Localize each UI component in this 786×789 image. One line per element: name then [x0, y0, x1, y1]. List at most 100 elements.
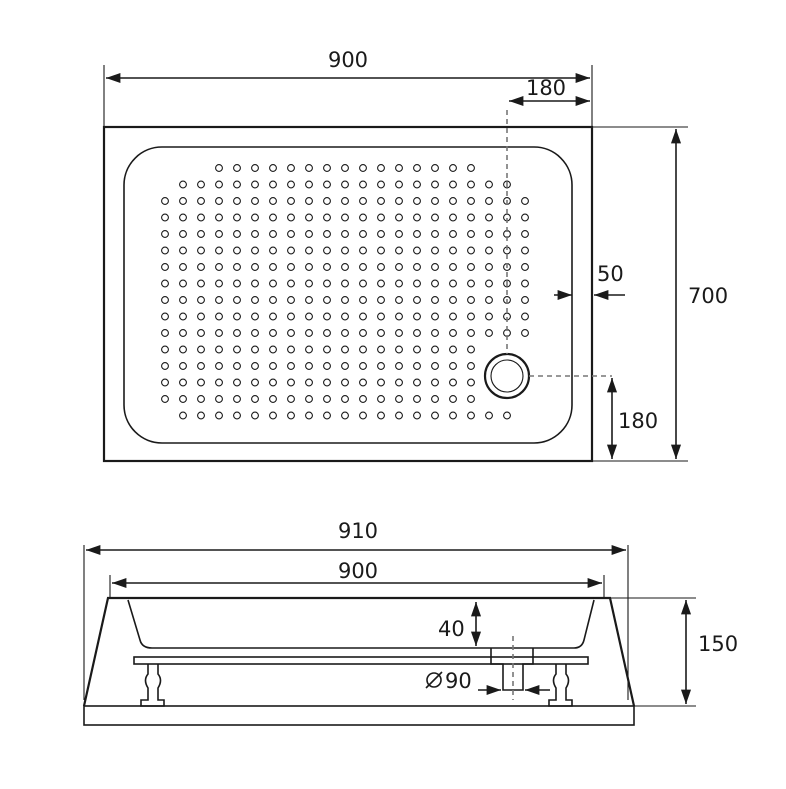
- anti-slip-dot: [305, 230, 313, 238]
- anti-slip-dot: [269, 395, 277, 403]
- anti-slip-dot: [287, 213, 295, 222]
- anti-slip-dot: [251, 362, 259, 370]
- anti-slip-dot: [341, 230, 349, 238]
- anti-slip-dot: [323, 213, 331, 222]
- anti-slip-dot: [377, 263, 385, 271]
- anti-slip-dot: [341, 279, 349, 288]
- anti-slip-dot: [413, 230, 421, 238]
- anti-slip-dot: [233, 246, 241, 255]
- anti-slip-dot: [179, 411, 187, 420]
- anti-slip-dot: [377, 362, 385, 370]
- anti-slip-dot: [395, 246, 403, 255]
- anti-slip-dot: [395, 395, 403, 403]
- anti-slip-dot: [287, 296, 295, 304]
- anti-slip-dot: [161, 378, 169, 387]
- anti-slip-dot: [431, 395, 439, 403]
- anti-slip-dot: [269, 246, 277, 255]
- anti-slip-dot: [431, 164, 439, 172]
- anti-slip-dot: [269, 164, 277, 172]
- anti-slip-dot: [449, 345, 457, 354]
- anti-slip-dot: [161, 362, 169, 370]
- anti-slip-dot: [197, 180, 205, 189]
- anti-slip-dot: [395, 312, 403, 321]
- anti-slip-dot: [413, 345, 421, 354]
- anti-slip-dot: [179, 329, 187, 337]
- anti-slip-dot: [431, 197, 439, 205]
- anti-slip-dot: [413, 362, 421, 370]
- anti-slip-dot: [395, 164, 403, 172]
- anti-slip-dot: [323, 312, 331, 321]
- anti-slip-dot: [503, 411, 511, 420]
- anti-slip-dot: [197, 279, 205, 288]
- anti-slip-dot: [359, 230, 367, 238]
- anti-slip-dot: [179, 263, 187, 271]
- anti-slip-dot: [269, 362, 277, 370]
- anti-slip-dot: [485, 263, 493, 271]
- anti-slip-dot: [161, 230, 169, 238]
- anti-slip-dot: [287, 395, 295, 403]
- anti-slip-dot: [251, 296, 259, 304]
- anti-slip-dot: [197, 296, 205, 304]
- anti-slip-dot: [161, 296, 169, 304]
- inner-width-dimension-label: 900: [338, 559, 378, 583]
- anti-slip-dot: [305, 378, 313, 387]
- anti-slip-dot: [413, 378, 421, 387]
- anti-slip-dot: [323, 395, 331, 403]
- anti-slip-dot: [341, 246, 349, 255]
- rim-dimension-label: 50: [597, 262, 624, 286]
- anti-slip-dot: [395, 296, 403, 304]
- anti-slip-dot: [323, 246, 331, 255]
- anti-slip-dot: [467, 197, 475, 205]
- apron-panel: [82, 596, 636, 707]
- outer-width-dimension-label: 910: [338, 519, 378, 543]
- anti-slip-dot: [197, 246, 205, 255]
- depth-dimension-label: 40: [438, 617, 465, 641]
- anti-slip-dot: [305, 312, 313, 321]
- anti-slip-dot: [467, 411, 475, 420]
- anti-slip-dot: [233, 378, 241, 387]
- anti-slip-dot: [233, 395, 241, 403]
- anti-slip-dot: [341, 263, 349, 271]
- anti-slip-dot: [287, 378, 295, 387]
- anti-slip-dot: [233, 312, 241, 321]
- anti-slip-dot: [215, 312, 223, 321]
- anti-slip-dot: [377, 312, 385, 321]
- anti-slip-dot: [251, 312, 259, 321]
- anti-slip-dot: [485, 279, 493, 288]
- anti-slip-dot: [359, 411, 367, 420]
- anti-slip-dot: [179, 230, 187, 238]
- anti-slip-dot: [323, 411, 331, 420]
- anti-slip-dot: [197, 263, 205, 271]
- anti-slip-dot: [251, 180, 259, 189]
- anti-slip-dot: [233, 362, 241, 370]
- anti-slip-dot: [467, 164, 475, 172]
- anti-slip-dot: [449, 279, 457, 288]
- anti-slip-dot: [431, 312, 439, 321]
- anti-slip-dot: [431, 213, 439, 222]
- anti-slip-dot: [431, 263, 439, 271]
- anti-slip-dot: [467, 279, 475, 288]
- anti-slip-dot: [215, 213, 223, 222]
- anti-slip-dot: [377, 329, 385, 337]
- anti-slip-dot: [161, 246, 169, 255]
- anti-slip-dot: [467, 329, 475, 337]
- anti-slip-dot: [467, 180, 475, 189]
- tray-outline: [102, 125, 594, 463]
- anti-slip-dot: [395, 263, 403, 271]
- anti-slip-dot: [467, 246, 475, 255]
- anti-slip-dot: [395, 378, 403, 387]
- anti-slip-dot: [251, 345, 259, 354]
- anti-slip-dot: [467, 312, 475, 321]
- anti-slip-dot: [215, 395, 223, 403]
- anti-slip-dot: [215, 345, 223, 354]
- anti-slip-dot: [305, 164, 313, 172]
- anti-slip-dot: [449, 411, 457, 420]
- anti-slip-dot: [467, 345, 475, 354]
- anti-slip-dot: [305, 411, 313, 420]
- anti-slip-dot: [161, 197, 169, 205]
- anti-slip-dot: [251, 279, 259, 288]
- anti-slip-dot: [287, 362, 295, 370]
- anti-slip-dot: [485, 312, 493, 321]
- anti-slip-dot: [359, 246, 367, 255]
- anti-slip-dot: [305, 279, 313, 288]
